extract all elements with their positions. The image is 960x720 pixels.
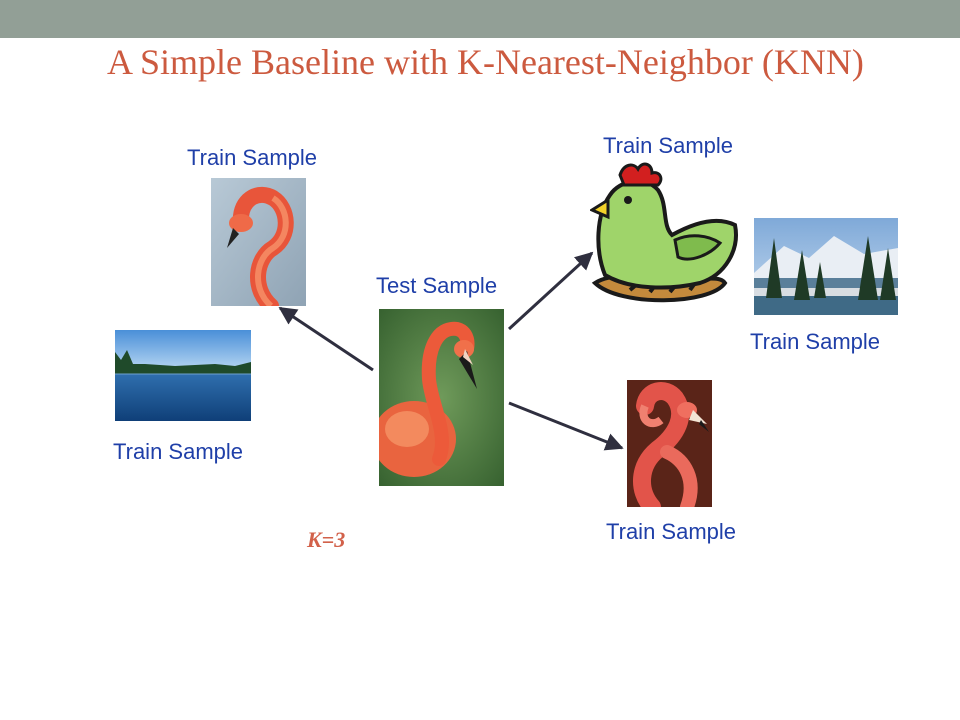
k-value-label: K=3 xyxy=(307,527,346,552)
arrow-to-chicken xyxy=(507,251,594,331)
train-mountain-image xyxy=(754,218,898,315)
arrow-to-flamingo-top xyxy=(278,306,374,372)
train-flamingo-bottom-image xyxy=(627,380,712,507)
label-train-chicken: Train Sample xyxy=(603,133,734,158)
label-train-flamingo-top: Train Sample xyxy=(187,145,318,170)
label-test-sample: Test Sample xyxy=(376,273,498,298)
label-train-mountain: Train Sample xyxy=(750,329,881,354)
slide-title: A Simple Baseline with K-Nearest-Neighbo… xyxy=(107,42,864,82)
top-accent-bar xyxy=(0,0,960,38)
train-lake-image xyxy=(115,330,251,421)
arrow-to-flamingo-bottom xyxy=(508,401,624,451)
label-train-lake: Train Sample xyxy=(113,439,244,464)
test-flamingo-image xyxy=(379,309,504,486)
label-train-flamingo-bottom: Train Sample xyxy=(606,519,737,544)
train-flamingo-top-image xyxy=(211,178,306,306)
train-chicken-image xyxy=(590,162,738,303)
